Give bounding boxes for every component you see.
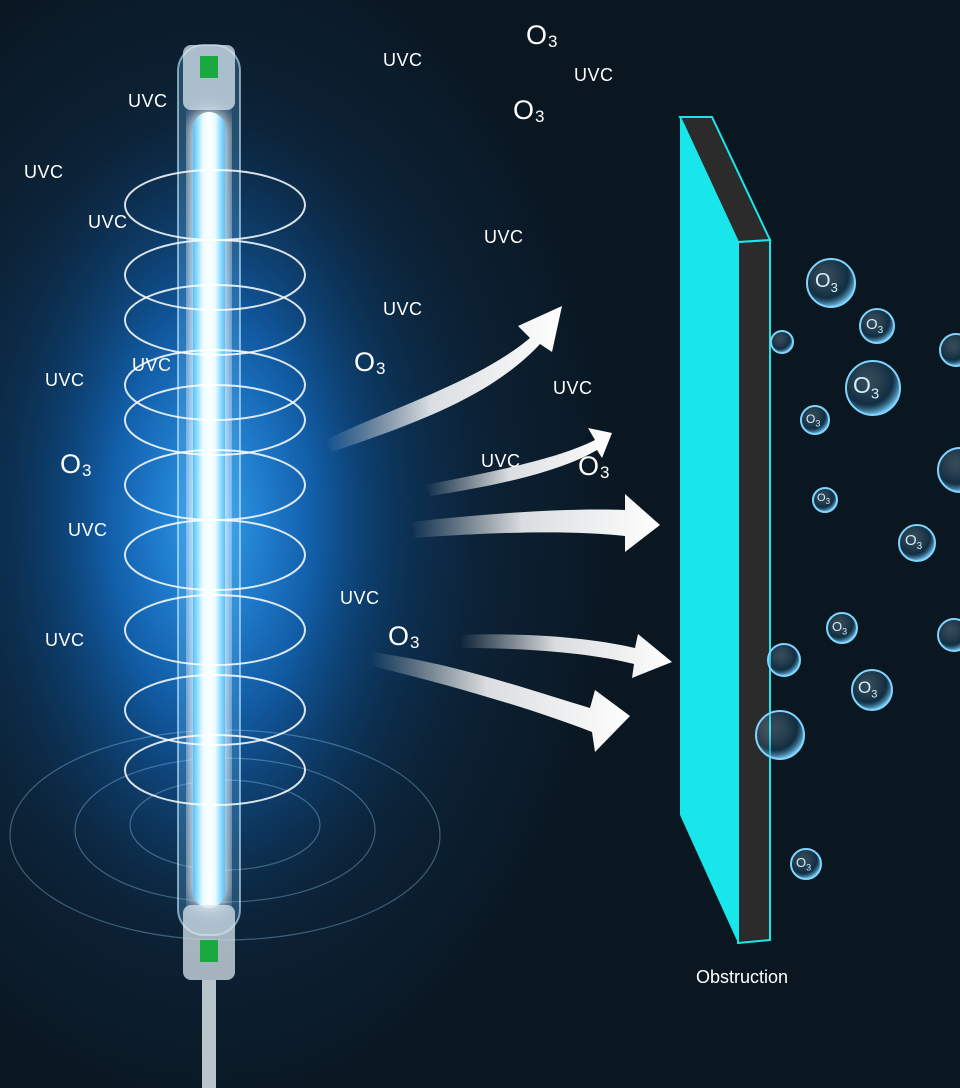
uvc-label: UVC [45, 370, 85, 391]
uv-tube-lamp-icon [178, 45, 240, 1088]
uvc-label: UVC [383, 50, 423, 71]
uvc-label: UVC [24, 162, 64, 183]
uvc-label: UVC [574, 65, 614, 86]
uvc-label: UVC [481, 451, 521, 472]
bubble-ozone-label: O3 [806, 412, 820, 428]
bubble-ozone-label: O3 [832, 619, 847, 637]
ozone-bubble-icon [940, 334, 960, 366]
uvc-label: UVC [68, 520, 108, 541]
arrow-lower-1 [460, 634, 672, 678]
ozone-bubble-icon [771, 331, 793, 353]
bubble-ozone-label: O3 [866, 316, 883, 336]
uvc-label: UVC [484, 227, 524, 248]
ozone-label: O3 [526, 20, 557, 52]
uvc-label: UVC [340, 588, 380, 609]
uvc-label: UVC [132, 355, 172, 376]
ozone-label: O3 [578, 451, 609, 483]
ozone-bubble-icon [938, 619, 960, 651]
uvc-label: UVC [383, 299, 423, 320]
uvc-label: UVC [45, 630, 85, 651]
ozone-bubbles [756, 259, 960, 879]
ozone-bubble-icon [756, 711, 804, 759]
ozone-bubble-icon [768, 644, 800, 676]
uvc-label: UVC [88, 212, 128, 233]
bubble-ozone-label: O3 [817, 492, 830, 506]
obstruction-label: Obstruction [696, 967, 788, 988]
uvc-label: UVC [128, 91, 168, 112]
arrow-mid-2 [410, 494, 660, 552]
uvc-label: UVC [553, 378, 593, 399]
ozone-label: O3 [388, 621, 419, 653]
ozone-bubble-icon [938, 448, 960, 492]
obstruction-panel-icon [680, 117, 770, 943]
bubble-ozone-label: O3 [815, 270, 838, 295]
bubble-ozone-label: O3 [858, 678, 877, 700]
ozone-label: O3 [60, 449, 91, 481]
bubble-ozone-label: O3 [796, 855, 811, 873]
ozone-label: O3 [513, 95, 544, 127]
bubble-ozone-label: O3 [905, 532, 922, 552]
bubble-ozone-label: O3 [853, 372, 879, 403]
ozone-label: O3 [354, 347, 385, 379]
